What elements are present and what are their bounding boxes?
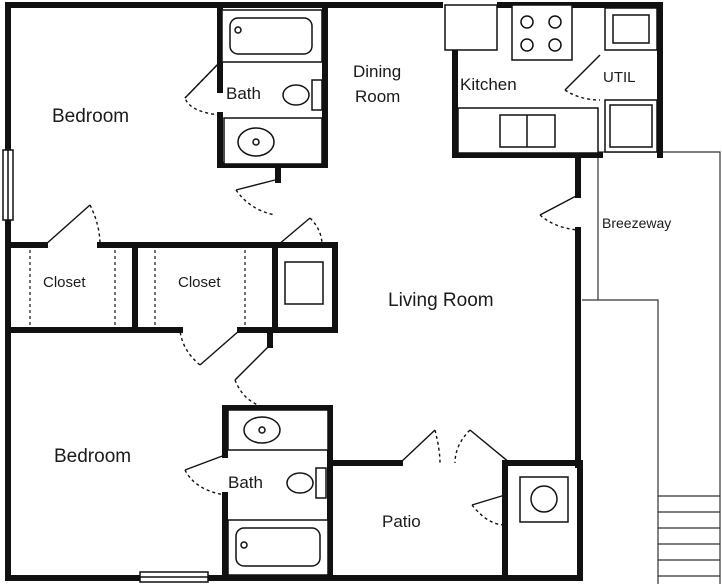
toilet-icon xyxy=(282,84,310,106)
room-label-patio: Patio xyxy=(382,512,421,531)
stove-icon xyxy=(511,4,573,61)
refrigerator-icon xyxy=(444,4,498,51)
room-label-util: UTIL xyxy=(603,69,636,86)
room-label-bath-bottom: Bath xyxy=(228,473,263,492)
room-label-bedroom-top: Bedroom xyxy=(52,106,129,127)
room-label-closet-left: Closet xyxy=(43,274,86,291)
room-label-living-room: Living Room xyxy=(388,290,494,311)
room-label-bedroom-bottom: Bedroom xyxy=(54,446,131,467)
toilet-tank xyxy=(315,467,327,499)
windows xyxy=(2,149,209,583)
hvac-icon xyxy=(284,261,324,305)
closet-rails xyxy=(29,250,246,325)
bottom-bath-fixtures xyxy=(227,409,329,576)
room-label-dining-line2: Room xyxy=(355,87,400,106)
top-bath-fixtures xyxy=(221,9,323,165)
doors xyxy=(44,54,601,526)
toilet-icon xyxy=(286,472,314,494)
room-label-bath-top: Bath xyxy=(226,84,261,103)
misc-fixtures xyxy=(284,261,569,523)
room-label-closet-right: Closet xyxy=(178,274,221,291)
room-label-dining-line1: Dining xyxy=(353,62,401,81)
water-heater-icon xyxy=(530,485,558,513)
stairs xyxy=(658,495,720,577)
room-label-breezeway: Breezeway xyxy=(602,215,671,231)
room-label-kitchen: Kitchen xyxy=(460,75,517,94)
kitchen-fixtures xyxy=(444,4,658,154)
toilet-tank xyxy=(311,79,323,111)
